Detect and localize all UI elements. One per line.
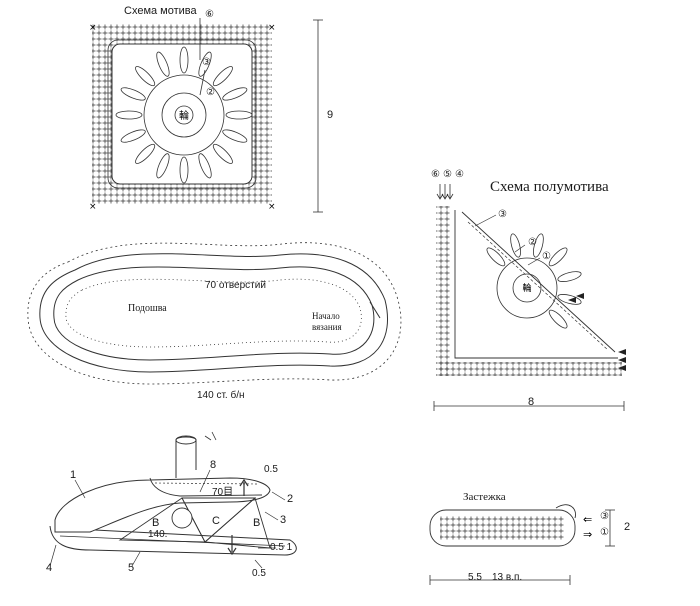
assembly-number-4: 4 <box>46 562 53 574</box>
motif-round-3: ③ <box>202 57 211 68</box>
strap-round-3: ③ <box>600 511 609 522</box>
half-motif-title: Схема полумотива <box>490 179 609 195</box>
sole-diagram <box>27 242 402 385</box>
assembly-part-c: C <box>212 515 220 527</box>
svg-text:×: × <box>268 202 276 212</box>
strap-height: 2 <box>624 521 631 533</box>
strap-width: 5.5 <box>468 572 482 583</box>
assembly-value-05-1: 0.5 1 <box>270 542 293 553</box>
svg-text:×: × <box>268 23 276 33</box>
assembly-part-b-right: B <box>253 517 261 529</box>
sole-holes-label: 70 отверстий <box>205 280 266 291</box>
half-motif-dimension: 8 <box>528 396 535 408</box>
assembly-value-70: 70目 <box>212 487 234 498</box>
half-motif-round-3: ③ <box>498 209 507 220</box>
assembly-value-05-top: 0.5 <box>264 464 278 475</box>
assembly-number-1: 1 <box>70 469 77 481</box>
half-motif-round-2: ② <box>528 237 537 248</box>
motif-round-6: ⑥ <box>205 9 214 20</box>
motif-round-2: ② <box>206 87 215 98</box>
svg-text:⇒: ⇒ <box>583 528 592 541</box>
assembly-number-5: 5 <box>128 562 135 574</box>
half-motif-round-6: ⑥ <box>431 169 440 180</box>
half-motif-round-4: ④ <box>455 169 464 180</box>
sole-start-label: Начало вязания <box>312 311 342 332</box>
assembly-number-8: 8 <box>210 459 217 471</box>
half-motif-round-5: ⑤ <box>443 169 452 180</box>
assembly-diagram <box>49 431 297 569</box>
motif-diagram: 輪 × × × × <box>89 18 323 213</box>
motif-dimension: 9 <box>327 109 334 121</box>
assembly-number-3: 3 <box>280 514 287 526</box>
strap-round-1: ① <box>600 527 609 538</box>
svg-text:×: × <box>89 202 97 212</box>
strap-title: Застежка <box>463 491 506 503</box>
strap-chain: 13 в.п. <box>492 572 523 583</box>
half-motif-round-1: ① <box>542 251 551 262</box>
assembly-number-2: 2 <box>287 493 294 505</box>
motif-title: Схема мотива <box>124 5 197 17</box>
motif-center-mark: 輪 <box>179 109 189 122</box>
sole-stitches-label: 140 ст. б/н <box>197 390 245 401</box>
assembly-value-140: 140. <box>148 529 168 540</box>
assembly-value-05-bottom: 0.5 <box>252 568 266 579</box>
assembly-part-b-left: B <box>152 517 160 529</box>
svg-text:⇐: ⇐ <box>583 513 592 526</box>
half-motif-diagram: 輪 <box>433 184 626 411</box>
strap-diagram: ⇐ ⇒ <box>429 504 615 585</box>
half-motif-center-mark: 輪 <box>522 282 531 294</box>
sole-label: Подошва <box>128 303 167 314</box>
svg-text:×: × <box>89 23 97 33</box>
